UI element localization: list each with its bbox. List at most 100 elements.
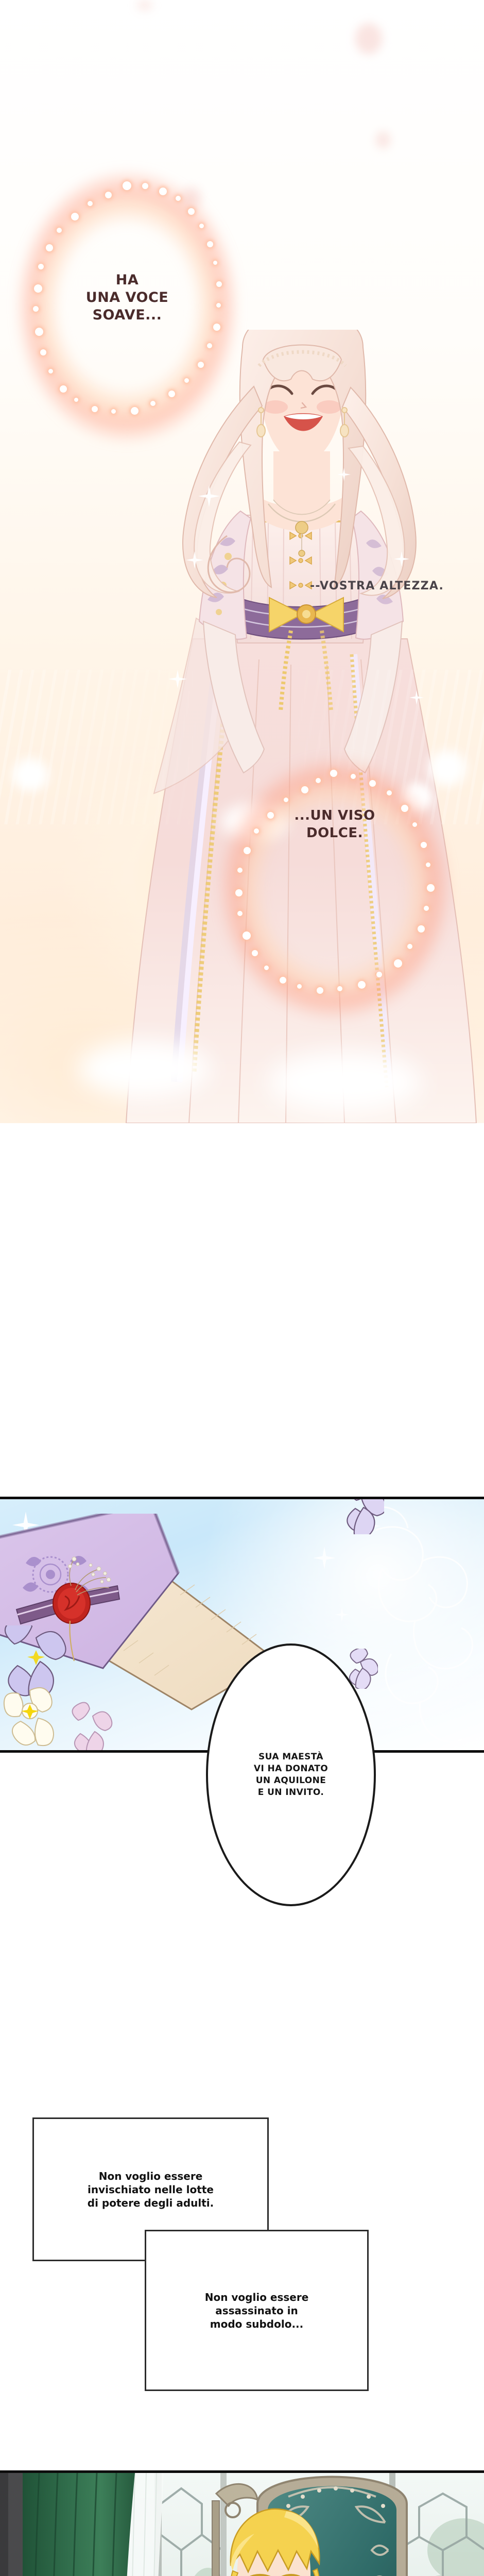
dialogue-vostra-altezza: --VOSTRA ALTEZZA. — [310, 580, 444, 592]
pearl — [207, 343, 212, 348]
caption-line: Non voglio essere — [98, 2170, 203, 2182]
pearl — [216, 281, 222, 287]
pearl — [301, 786, 308, 793]
pearl — [188, 208, 195, 215]
speech-bubble-invitation-text: SUA MAESTÀ VI HA DONATO UN AQUILONE E UN… — [254, 1751, 328, 1798]
pearl — [34, 284, 42, 293]
pearl — [213, 324, 220, 331]
pearl — [418, 925, 425, 933]
pearl — [33, 306, 39, 312]
bokeh-dot — [376, 131, 390, 148]
caption-box-murdered: Non voglio essere assassinato in modo su… — [145, 2230, 369, 2391]
pearl — [254, 828, 259, 834]
caption-line: Non voglio essere — [204, 2291, 309, 2303]
floating-flower-petal-small — [349, 1649, 378, 1689]
pearl-ring-thought-bubble-bottom: ...UN VISO DOLCE. — [217, 755, 453, 1022]
pearl — [131, 407, 139, 415]
pearl — [267, 812, 274, 819]
thought-ring-top-line1: HA — [115, 272, 139, 288]
pearl — [244, 847, 251, 854]
pearl — [35, 328, 43, 336]
pearl — [421, 842, 427, 848]
pearl — [252, 950, 258, 956]
pearl — [207, 241, 213, 247]
caption-murdered-text: Non voglio essere assassinato in modo su… — [205, 2291, 309, 2331]
pearl — [105, 192, 112, 198]
speech-line: VI HA DONATO — [253, 1764, 329, 1774]
thought-ring-bottom-line1: ...UN VISO — [294, 808, 375, 823]
desk-scene-svg — [0, 2473, 484, 2576]
ring-glow — [14, 168, 240, 445]
pearl — [216, 303, 221, 308]
pearl — [168, 391, 175, 397]
bokeh-dot — [355, 23, 382, 54]
flower-cluster-left — [3, 1625, 113, 1750]
envelope-graphic — [0, 1514, 278, 1710]
pearl — [150, 401, 155, 406]
pearl — [92, 406, 98, 412]
pearl — [358, 981, 366, 989]
pearl — [237, 868, 243, 873]
pearl — [297, 984, 302, 989]
bokeh-dot — [137, 0, 152, 10]
pearl — [316, 778, 321, 783]
glow-orb — [77, 1041, 211, 1097]
pearl — [264, 965, 269, 970]
pearl — [46, 244, 53, 251]
princess-illustration-panel: HA UNA VOCE SOAVE... — [0, 0, 484, 1123]
floating-flower-petal — [347, 1499, 384, 1534]
caption-power-struggles-text: Non voglio essere invischiato nelle lott… — [88, 2170, 214, 2210]
pearl-ring-thought-bubble-top: HA UNA VOCE SOAVE... — [14, 168, 240, 445]
pearl — [74, 398, 78, 402]
caption-line: di potere degli adulti. — [87, 2196, 214, 2209]
pearl — [407, 944, 412, 949]
pearl — [38, 264, 44, 269]
speech-line: E UN INVITO. — [257, 1787, 324, 1798]
pearl — [387, 790, 392, 795]
pearl — [369, 780, 376, 787]
pearl — [317, 987, 323, 994]
pearl — [159, 188, 167, 195]
pearl — [213, 261, 217, 265]
pearl — [351, 774, 356, 779]
pearl — [284, 798, 288, 802]
pearl — [401, 805, 408, 812]
caption-line: assassinato in — [215, 2304, 298, 2317]
pearl — [394, 959, 402, 968]
pearl — [48, 369, 53, 374]
pearl — [176, 196, 181, 201]
pearl — [111, 409, 116, 414]
pearl — [88, 201, 93, 206]
pearl — [237, 911, 243, 916]
pearl — [280, 977, 286, 984]
glow-orb — [268, 1051, 422, 1113]
speech-bubble-invitation: SUA MAESTÀ VI HA DONATO UN AQUILONE E UN… — [206, 1643, 376, 1906]
pearl — [142, 183, 148, 189]
pearl — [40, 349, 46, 355]
pearl — [330, 770, 337, 777]
ring-glow — [217, 755, 453, 1022]
glow-orb — [12, 758, 48, 791]
boy-at-desk-panel — [0, 2470, 484, 2576]
pearl — [427, 884, 435, 892]
pearl — [337, 986, 342, 991]
glow-orb — [428, 750, 466, 786]
pearl — [199, 224, 204, 228]
pearl — [243, 931, 251, 940]
speech-line: UN AQUILONE — [255, 1775, 326, 1786]
thought-ring-top-line3: SOAVE... — [92, 307, 162, 323]
sparkle-icon — [335, 1607, 349, 1622]
pearl — [184, 378, 189, 383]
thought-ring-top-line2: UNA VOCE — [85, 290, 169, 306]
filigree-decoration — [366, 1506, 474, 1743]
pearl — [60, 385, 67, 393]
pearl — [424, 906, 429, 911]
pearl — [198, 362, 204, 368]
pearl — [235, 889, 243, 896]
pearl — [57, 228, 62, 233]
pearl — [123, 181, 131, 190]
pearl — [426, 862, 430, 867]
thought-ring-bottom-line2: DOLCE. — [306, 825, 363, 841]
caption-line: modo subdolo... — [210, 2317, 304, 2330]
